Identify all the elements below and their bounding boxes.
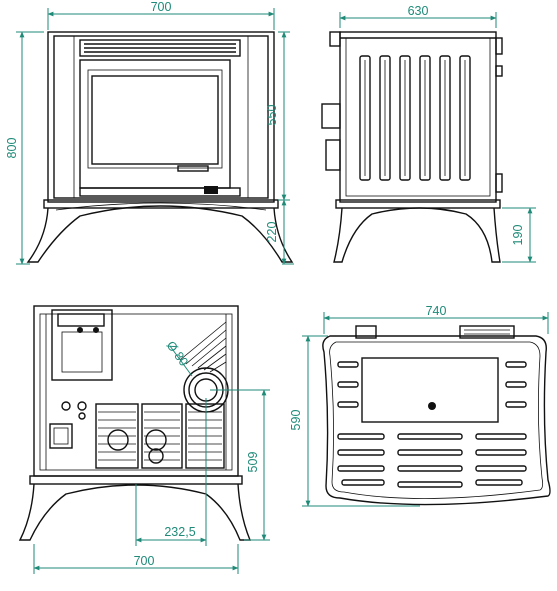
side-view: 630 190 (321, 4, 536, 263)
ash-drawer (79, 187, 241, 197)
top-slots-left (337, 361, 359, 408)
top-control-box (459, 325, 515, 339)
front-glass (91, 75, 219, 165)
top-flue-stub (355, 325, 377, 339)
rear-diameter-label: Ø 80 (164, 339, 191, 369)
rear-view: Ø 80 509 232,5 700 (18, 305, 270, 574)
rear-lower-vents (95, 403, 225, 469)
rear-flue-height-label: 509 (246, 452, 260, 473)
front-view: 700 800 550 220 (5, 0, 294, 265)
rear-flue-offset-label: 232,5 (164, 525, 195, 539)
rear-body-outline (33, 305, 239, 477)
top-slots-right (505, 361, 527, 408)
drawer-knob (204, 186, 218, 194)
rear-control-box (51, 309, 113, 381)
side-legs-label: 190 (511, 225, 525, 246)
side-depth-label: 630 (408, 4, 429, 18)
rear-width-label: 700 (134, 554, 155, 568)
top-hob-knob (428, 402, 436, 410)
top-view: 740 590 (289, 304, 551, 507)
front-handle (177, 165, 209, 172)
rear-base (29, 475, 243, 485)
top-slots-lower (337, 433, 527, 488)
top-depth-label: 590 (289, 410, 303, 431)
top-width-label: 740 (426, 304, 447, 318)
front-body-label: 550 (265, 105, 279, 126)
side-flutes (359, 55, 471, 181)
front-base (43, 199, 279, 209)
side-base (335, 199, 501, 209)
side-body-outline (339, 31, 497, 203)
front-body-inner (53, 35, 269, 199)
front-legs-label: 220 (265, 222, 279, 243)
side-legs (333, 207, 501, 263)
top-outline (322, 335, 551, 506)
front-vent-grill (79, 39, 241, 57)
front-width-label: 700 (151, 0, 172, 14)
front-legs (26, 202, 294, 263)
top-hob-plate (361, 357, 499, 423)
side-rear-fittings (321, 31, 503, 193)
rear-hatch (179, 321, 227, 373)
front-height-label: 800 (5, 138, 19, 159)
front-body-outline (47, 31, 275, 203)
rear-legs (18, 483, 252, 541)
rear-left-fittings (49, 401, 87, 449)
